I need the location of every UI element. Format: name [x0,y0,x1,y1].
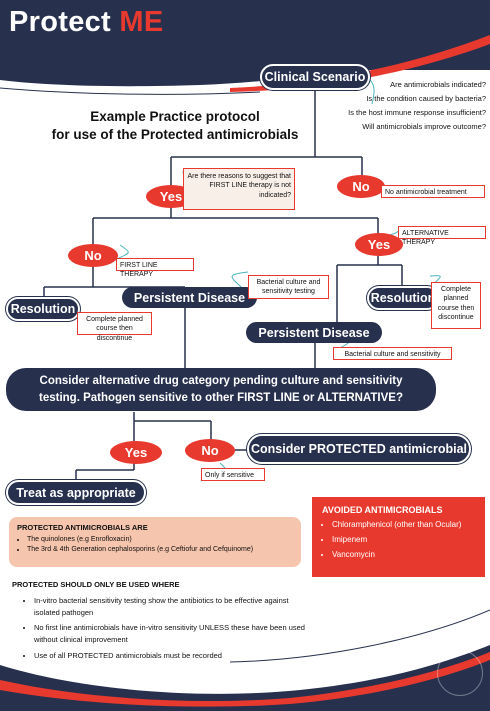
heading-line-1: Example Practice protocol [90,109,260,124]
heading-line-2: for use of the Protected antimicrobials [51,127,299,143]
bottom-swoosh [0,645,490,711]
first-line-question-note: Are there reasons to suggest that FIRST … [183,168,295,210]
connector-lines [43,88,403,481]
clinical-scenario-node: Clinical Scenario [260,64,370,90]
usage-item: Use of all PROTECTED antimicrobials must… [34,650,312,662]
no-node-first: No [337,175,385,198]
yes-node-second: Yes [355,233,403,256]
resolution-right-note: Complete planned course then discontinue [431,282,481,329]
app-title: Protect ME [9,6,164,38]
bottom-swoosh-thin [229,609,490,663]
question-item: Is the condition caused by bacteria? [366,94,486,103]
consider-alternative-node: Consider alternative drug category pendi… [6,368,436,411]
clinical-questions: Are antimicrobials indicated? Is the con… [300,78,486,134]
yes-node-third: Yes [110,441,162,464]
no-node-third: No [185,439,235,462]
consider-protected-node: Consider PROTECTED antimicrobial [247,434,471,464]
protected-usage-section: PROTECTED SHOULD ONLY BE USED WHERE In-v… [12,580,312,665]
protected-item: The quinolones (e.g Enrofloxacin) [27,536,293,543]
top-swoosh [0,28,490,87]
persistent-disease-left: Persistent Disease [122,287,257,308]
avoided-item: Chloramphenicol (other than Ocular) [332,520,475,529]
page-heading: Example Practice protocol for use of the… [50,108,300,144]
avoided-box-title: AVOIDED ANTIMICROBIALS [322,505,443,515]
culture-testing-note: Bacterial culture and sensitivity testin… [248,275,329,299]
usage-item: No first line antimicrobials have in-vit… [34,622,312,645]
no-node-second: No [68,244,118,267]
consider-alt-line-2: testing. Pathogen sensitive to other FIR… [39,391,403,404]
avoided-antimicrobials-box: AVOIDED ANTIMICROBIALS Chloramphenicol (… [312,497,485,577]
protected-box-title: PROTECTED ANTIMICROBIALS ARE [17,523,148,532]
bottom-swoosh-red [0,652,490,707]
protected-antimicrobials-box: PROTECTED ANTIMICROBIALS ARE The quinolo… [9,517,301,567]
usage-item: In-vitro bacterial sensitivity testing s… [34,595,312,618]
question-item: Are antimicrobials indicated? [390,80,486,89]
avoided-item: Imipenem [332,535,475,544]
top-swoosh-thin [0,87,261,95]
resolution-left-note: Complete planned course then discontinue [77,312,152,342]
consider-alt-line-1: Consider alternative drug category pendi… [39,375,403,388]
first-line-therapy-note: FIRST LINE THERAPY [116,258,194,278]
resolution-right: Resolution [367,286,439,310]
persistent-disease-right: Persistent Disease [246,322,382,343]
no-antimicrobial-note: No antimicrobial treatment [381,185,485,198]
culture-sensitivity-note: Bacterial culture and sensitivity [333,347,452,360]
alternative-therapy-note: ALTERNATIVE THERAPY [398,226,486,246]
avoided-item: Vancomycin [332,550,475,559]
treat-as-appropriate-node: Treat as appropriate [6,480,146,505]
protected-usage-title: PROTECTED SHOULD ONLY BE USED WHERE [12,580,180,589]
question-item: Will antimicrobials improve outcome? [362,122,486,131]
protected-item: The 3rd & 4th Generation cephalosporins … [27,546,293,553]
only-if-sensitive-note: Only if sensitive [201,468,265,481]
seal-watermark [437,650,483,696]
question-item: Is the host immune response insufficient… [348,108,486,117]
resolution-left: Resolution [6,297,80,321]
